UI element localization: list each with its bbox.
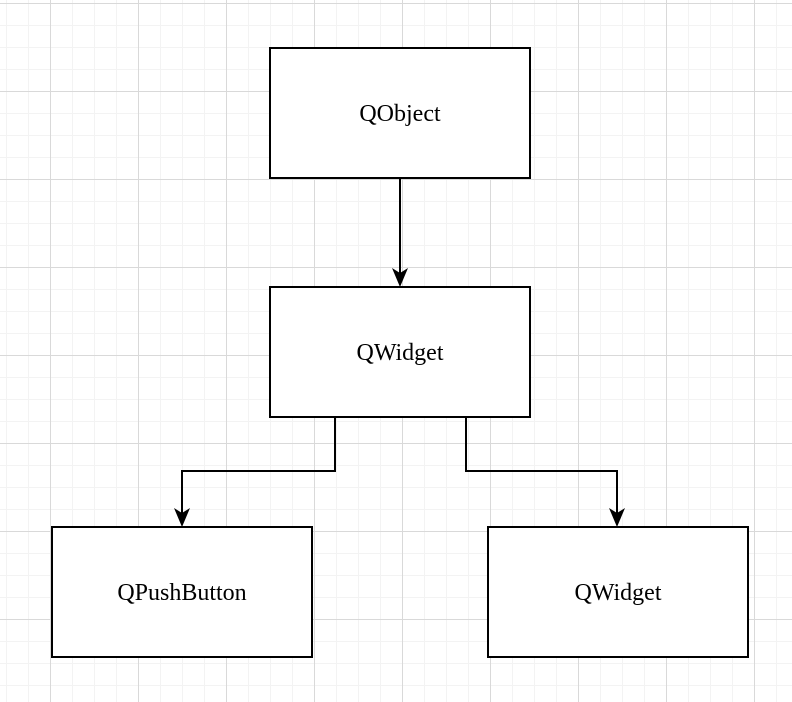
node-label: QPushButton [117,580,246,606]
node-box[interactable] [487,526,749,658]
node-qwidget-child[interactable]: QWidget [487,526,749,658]
node-box[interactable] [51,526,313,658]
edge-qwidget-to-qpushbutton[interactable] [174,417,336,527]
arrowhead-down-icon [609,508,625,527]
edge-line [465,417,618,514]
node-qobject[interactable]: QObject [269,47,531,179]
edge-qwidget-to-qwidget-child[interactable] [465,417,625,527]
node-qpushbutton[interactable]: QPushButton [51,526,313,658]
edge-qobject-to-qwidget[interactable] [392,178,408,287]
arrowhead-down-icon [392,268,408,287]
node-box[interactable] [269,286,531,418]
node-label: QWidget [574,580,661,606]
node-box[interactable] [269,47,531,179]
arrowhead-down-icon [174,508,190,527]
node-label: QObject [359,101,441,127]
edge-line [181,417,336,514]
node-qwidget[interactable]: QWidget [269,286,531,418]
node-label: QWidget [356,340,443,366]
